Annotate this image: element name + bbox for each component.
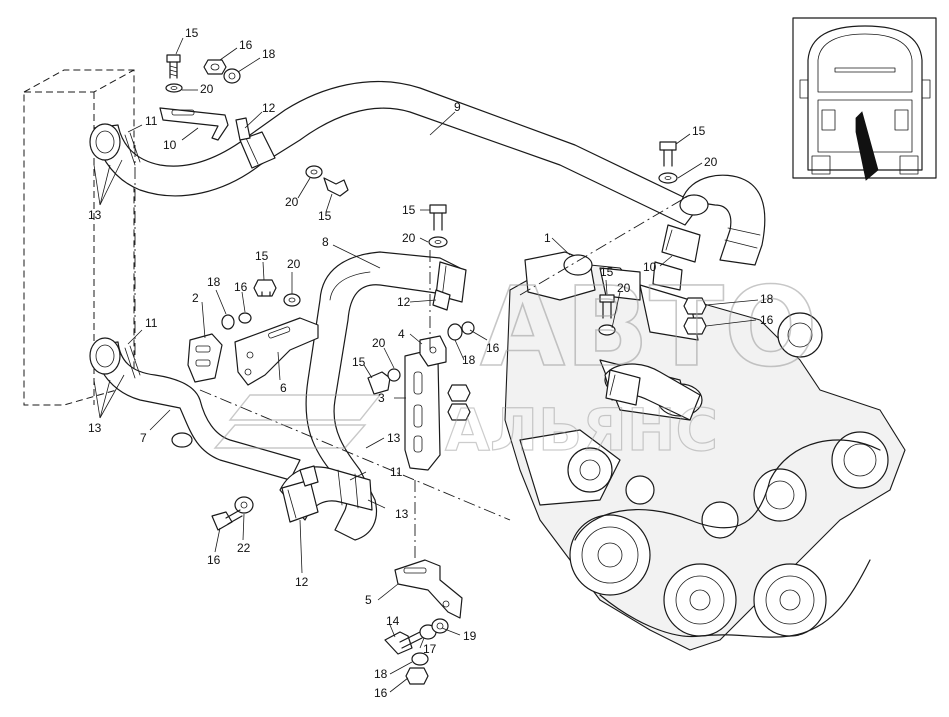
callout-5: 5 bbox=[365, 593, 372, 607]
callout-16: 16 bbox=[760, 313, 774, 327]
callout-15: 15 bbox=[185, 26, 199, 40]
hose-clamp-lower bbox=[281, 465, 319, 523]
callout-11: 11 bbox=[145, 114, 158, 128]
callout-17: 17 bbox=[423, 642, 437, 656]
callout-10: 10 bbox=[643, 260, 657, 274]
leader-lines bbox=[93, 37, 759, 693]
bracket-central-4 bbox=[419, 335, 447, 367]
center-lines bbox=[134, 145, 691, 560]
watermark-sub: АЛЬЯНС bbox=[445, 396, 718, 464]
callout-12: 12 bbox=[262, 101, 276, 115]
bracket-left-2 bbox=[187, 333, 223, 383]
watermark: АВТО АЛЬЯНС bbox=[213, 262, 818, 465]
upper-elbow-hose bbox=[679, 174, 766, 266]
fastener-group-central bbox=[367, 321, 475, 421]
callout-7: 7 bbox=[140, 431, 147, 445]
callout-16: 16 bbox=[486, 341, 500, 355]
callout-18: 18 bbox=[374, 667, 388, 681]
callout-18: 18 bbox=[760, 292, 774, 306]
bracket-central-3 bbox=[404, 349, 441, 471]
fastener-group-lower bbox=[211, 496, 449, 685]
clamp-upper-right bbox=[661, 224, 701, 263]
callout-20: 20 bbox=[402, 231, 416, 245]
callout-15: 15 bbox=[692, 124, 706, 138]
callout-13: 13 bbox=[395, 507, 409, 521]
callout-1: 1 bbox=[544, 231, 551, 245]
callout-18: 18 bbox=[207, 275, 221, 289]
upper-coolant-pipe bbox=[89, 80, 701, 226]
callout-8: 8 bbox=[322, 235, 329, 249]
callout-22: 22 bbox=[237, 541, 251, 555]
callout-9: 9 bbox=[454, 100, 461, 114]
callout-labels: 15 16 18 20 12 10 11 13 9 20 15 15 20 15… bbox=[88, 26, 774, 700]
callout-14: 14 bbox=[386, 614, 400, 628]
bracket-left-6 bbox=[234, 317, 319, 386]
callout-11: 11 bbox=[390, 465, 403, 479]
bracket-upper-left bbox=[159, 107, 229, 141]
callout-2: 2 bbox=[192, 291, 199, 305]
bus-location-inset bbox=[792, 17, 937, 181]
callout-3: 3 bbox=[378, 391, 385, 405]
callout-19: 19 bbox=[463, 629, 477, 643]
callout-11: 11 bbox=[145, 316, 158, 330]
callout-20: 20 bbox=[617, 281, 631, 295]
callout-15: 15 bbox=[255, 249, 269, 263]
bracket-lower-5 bbox=[394, 559, 463, 619]
callout-12: 12 bbox=[295, 575, 309, 589]
callout-15: 15 bbox=[318, 209, 332, 223]
callout-15: 15 bbox=[402, 203, 416, 217]
bolt-upper-mid bbox=[305, 165, 349, 197]
callout-13: 13 bbox=[88, 208, 102, 222]
callout-13: 13 bbox=[387, 431, 401, 445]
hose-clamp-upper bbox=[235, 117, 276, 169]
bolt-upper-right bbox=[658, 141, 678, 184]
callout-20: 20 bbox=[287, 257, 301, 271]
bolt-upper-left bbox=[165, 54, 183, 93]
callout-18: 18 bbox=[262, 47, 276, 61]
callout-15: 15 bbox=[600, 265, 614, 279]
callout-16: 16 bbox=[207, 553, 221, 567]
callout-18: 18 bbox=[462, 353, 476, 367]
fastener-group-engine bbox=[598, 261, 707, 336]
fastener-group-left bbox=[221, 279, 301, 330]
callout-20: 20 bbox=[285, 195, 299, 209]
hose-clamp-middle bbox=[432, 261, 467, 311]
bolt-middle-top bbox=[428, 204, 448, 248]
callout-20: 20 bbox=[200, 82, 214, 96]
watermark-main: АВТО bbox=[480, 263, 818, 391]
callout-16: 16 bbox=[234, 280, 248, 294]
callout-13: 13 bbox=[88, 421, 102, 435]
callout-16: 16 bbox=[239, 38, 253, 52]
callout-4: 4 bbox=[398, 327, 405, 341]
callout-6: 6 bbox=[280, 381, 287, 395]
lower-coolant-pipe bbox=[89, 337, 301, 481]
callout-16: 16 bbox=[374, 686, 388, 700]
callout-15: 15 bbox=[352, 355, 366, 369]
nut-upper-left bbox=[203, 59, 241, 84]
callout-10: 10 bbox=[163, 138, 177, 152]
callout-20: 20 bbox=[372, 336, 386, 350]
callout-20: 20 bbox=[704, 155, 718, 169]
engine-assembly bbox=[504, 251, 906, 651]
callout-12: 12 bbox=[397, 295, 411, 309]
